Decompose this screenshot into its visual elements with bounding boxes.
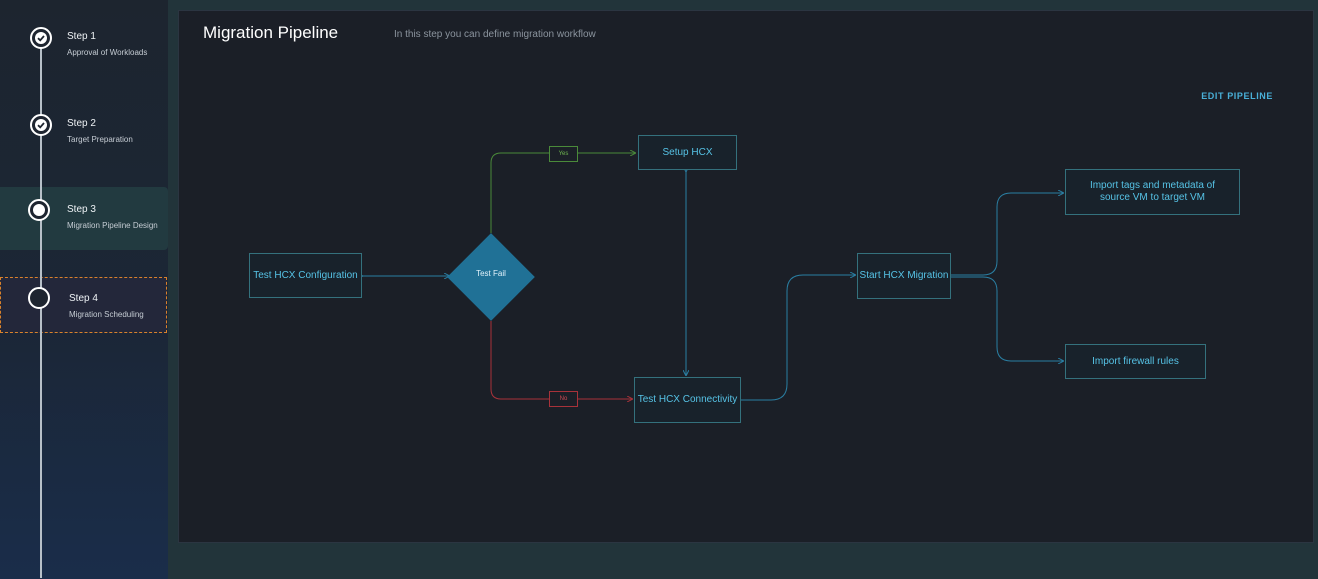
step-4-title[interactable]: Step 4 [69,293,98,304]
import-firewall-rules-node[interactable]: Import firewall rules [1065,344,1206,379]
page-subtitle: In this step you can define migration wo… [394,29,596,40]
setup-hcx-node[interactable]: Setup HCX [638,135,737,170]
step-2-title[interactable]: Step 2 [67,118,96,129]
timeline-line [40,48,42,578]
no-label: No [549,391,578,407]
step-1-title[interactable]: Step 1 [67,31,96,42]
selected-step-frame[interactable] [0,277,167,333]
pending-step-icon [28,287,50,309]
yes-label: Yes [549,146,578,162]
steps-sidebar: Step 1 Approval of Workloads Step 2 Targ… [0,0,168,579]
step-3-title[interactable]: Step 3 [67,204,96,215]
current-step-highlight [0,187,168,250]
step-1-subtitle: Approval of Workloads [67,48,148,57]
pipeline-connectors [179,11,1315,544]
step-3-subtitle: Migration Pipeline Design [67,221,158,230]
check-icon [30,27,52,49]
step-4-subtitle: Migration Scheduling [69,310,144,319]
test-hcx-connectivity-node[interactable]: Test HCX Connectivity [634,377,741,423]
start-hcx-migration-node[interactable]: Start HCX Migration [857,253,951,299]
current-step-icon [28,199,50,221]
test-hcx-configuration-node[interactable]: Test HCX Configuration [249,253,362,298]
import-tags-node[interactable]: Import tags and metadata of source VM to… [1065,169,1240,215]
pipeline-panel: Migration Pipeline In this step you can … [178,10,1314,543]
edit-pipeline-link[interactable]: EDIT PIPELINE [1201,91,1273,101]
page-title: Migration Pipeline [203,23,339,42]
step-2-subtitle: Target Preparation [67,135,133,144]
check-icon [30,114,52,136]
